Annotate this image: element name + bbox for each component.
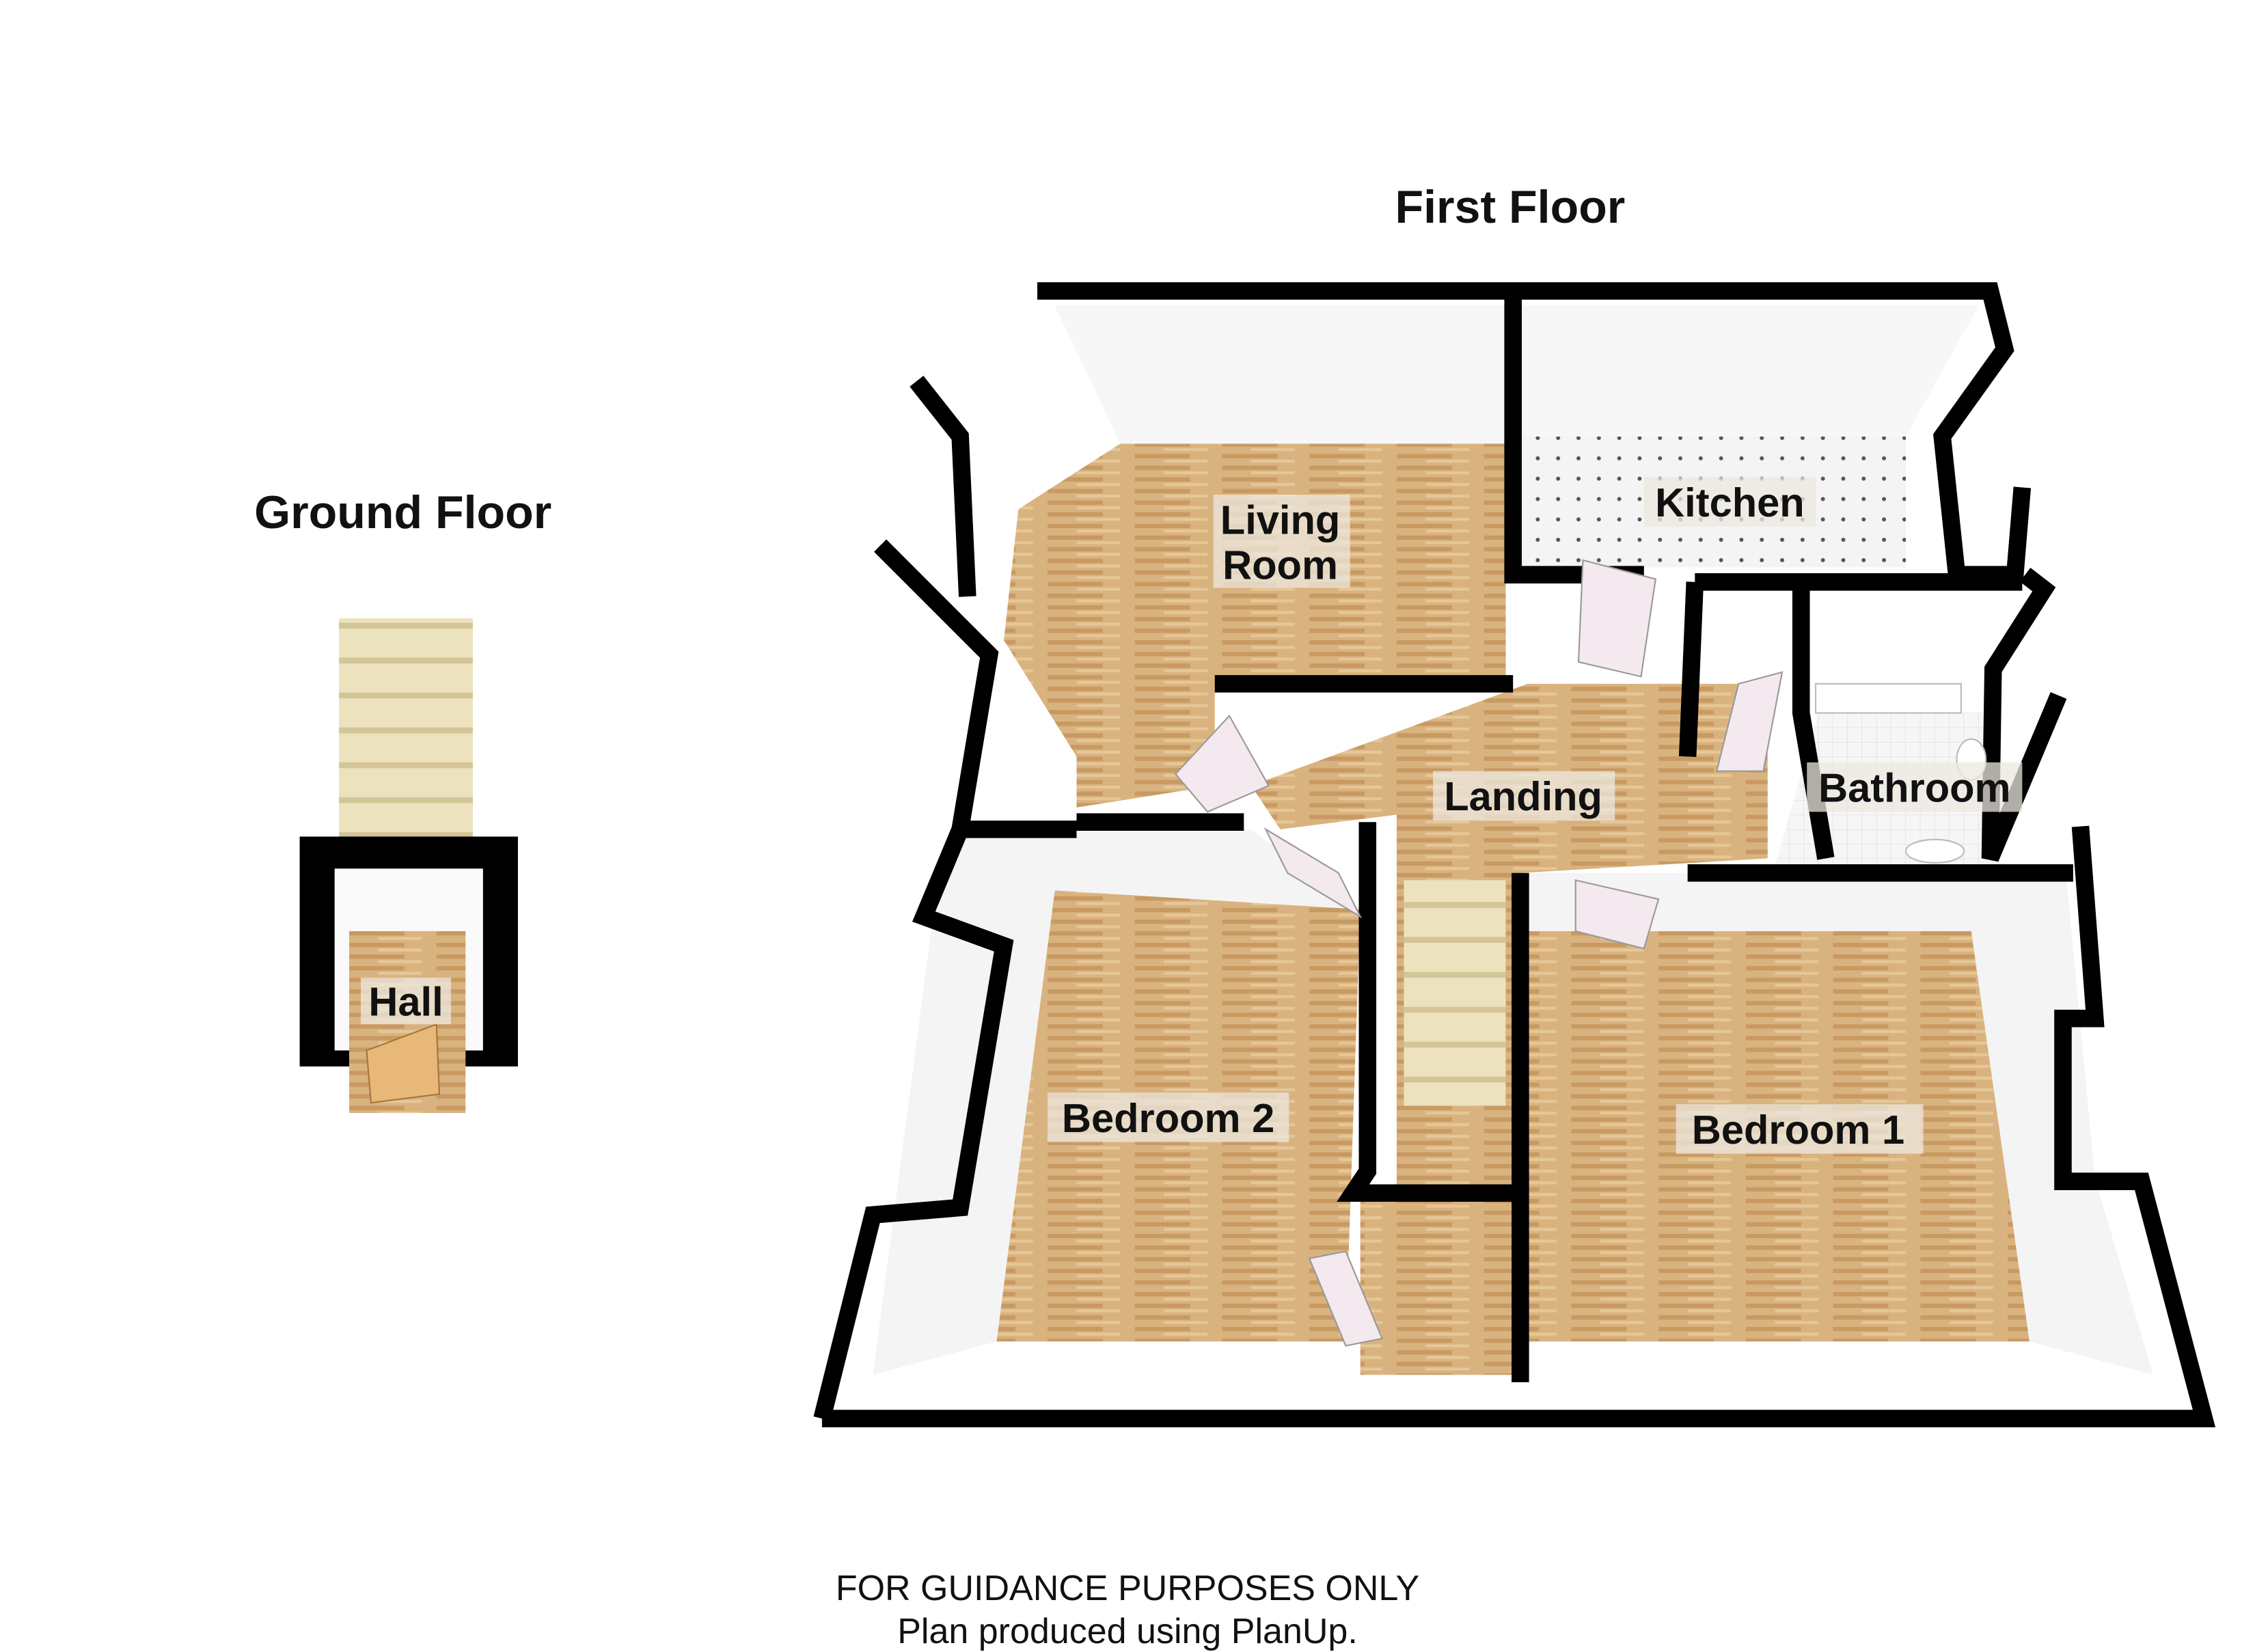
cupboard-door[interactable]: [1308, 1250, 1384, 1347]
label-landing: Landing: [1444, 773, 1602, 819]
living-room-door[interactable]: [1174, 714, 1270, 813]
wall-face: [1527, 872, 2153, 1375]
bathroom-door[interactable]: [1715, 671, 1784, 772]
inner-wall: [1337, 822, 1520, 1202]
footer-credit: Plan produced using PlanUp.: [897, 1612, 1358, 1651]
kitchen-door[interactable]: [1577, 559, 1657, 678]
outer-wall: [1981, 568, 2067, 862]
ground-floor-title: Ground Floor: [254, 486, 551, 538]
ground-floor: [299, 618, 518, 1114]
outer-wall: [874, 539, 999, 831]
living-room-floor: [1004, 443, 1506, 808]
wall-face: [1054, 305, 1506, 444]
bathtub: [1814, 683, 1962, 714]
hall-door[interactable]: [366, 1023, 441, 1104]
outer-wall: [821, 825, 2216, 1428]
landing-floor: [1250, 683, 1768, 1375]
label-living-room-1: Living: [1220, 497, 1340, 543]
label-bathroom: Bathroom: [1818, 765, 2010, 810]
first-floor: [813, 282, 2216, 1428]
footer-disclaimer: FOR GUIDANCE PURPOSES ONLY: [835, 1569, 1420, 1608]
label-bedroom-1: Bedroom 1: [1692, 1107, 1904, 1153]
label-bedroom-2: Bedroom 2: [1062, 1095, 1274, 1141]
room-labels: Hall Living Room Kitchen Landing Bathroo…: [361, 477, 2023, 1154]
bedroom-1-door[interactable]: [1574, 879, 1660, 950]
label-hall: Hall: [368, 978, 443, 1024]
outer-wall: [910, 376, 976, 597]
first-floor-title: First Floor: [1395, 181, 1626, 233]
ground-stairs: [339, 618, 473, 837]
toilet: [1904, 838, 1965, 864]
bedroom-2-door[interactable]: [1263, 827, 1363, 919]
label-kitchen: Kitchen: [1655, 480, 1805, 525]
wall-face: [1520, 305, 1979, 437]
inner-wall: [1678, 581, 1704, 757]
staircase: [1404, 880, 1506, 1106]
label-living-room-2: Room: [1222, 542, 1338, 588]
